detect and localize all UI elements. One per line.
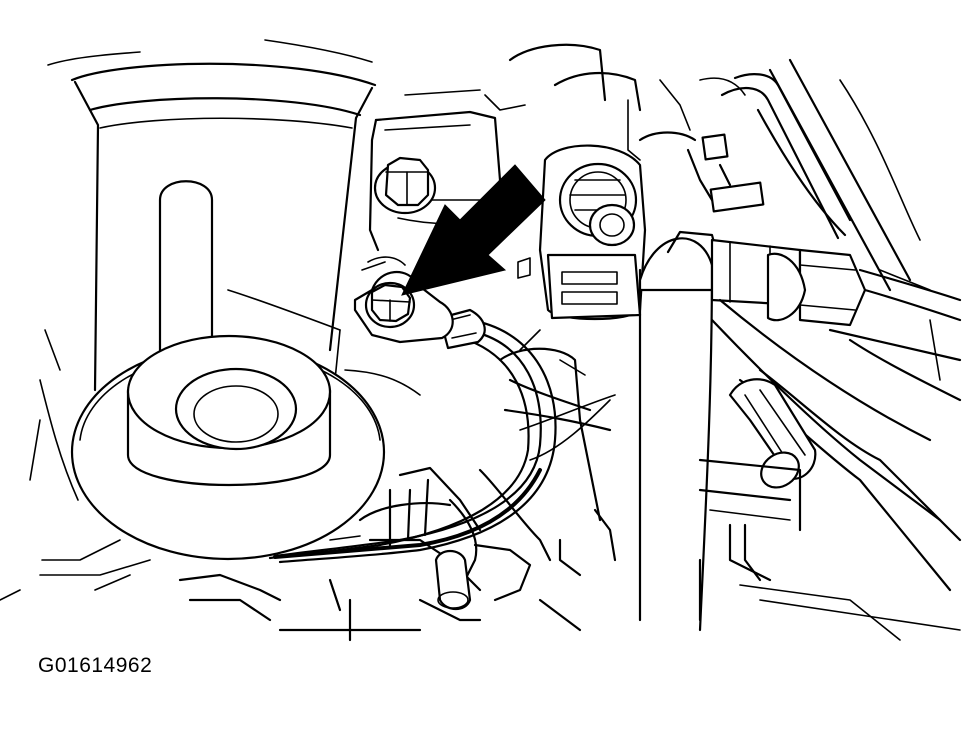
hex-bolt-upper [373, 156, 437, 215]
ground-bolt [353, 256, 454, 344]
hose-coupling [728, 378, 817, 489]
round-cap [70, 334, 386, 561]
vertical-rod [158, 180, 214, 372]
engine-diagram [0, 39, 962, 642]
figure-id-label: G01614962 [38, 654, 153, 677]
pointer-arrow [401, 164, 546, 296]
small-cylinder [434, 549, 472, 611]
sensor-connector [517, 144, 647, 321]
ground-wire [268, 318, 616, 564]
upper-right-cables [720, 58, 931, 292]
cable-tabs [686, 133, 765, 213]
right-hoses [710, 298, 962, 592]
upper-right-shapes [508, 43, 746, 161]
lower-right-block [698, 319, 961, 641]
lower-bracket [178, 329, 617, 642]
hose-fitting [710, 238, 962, 327]
upper-housing [47, 39, 377, 392]
vertical-hose [638, 230, 722, 632]
